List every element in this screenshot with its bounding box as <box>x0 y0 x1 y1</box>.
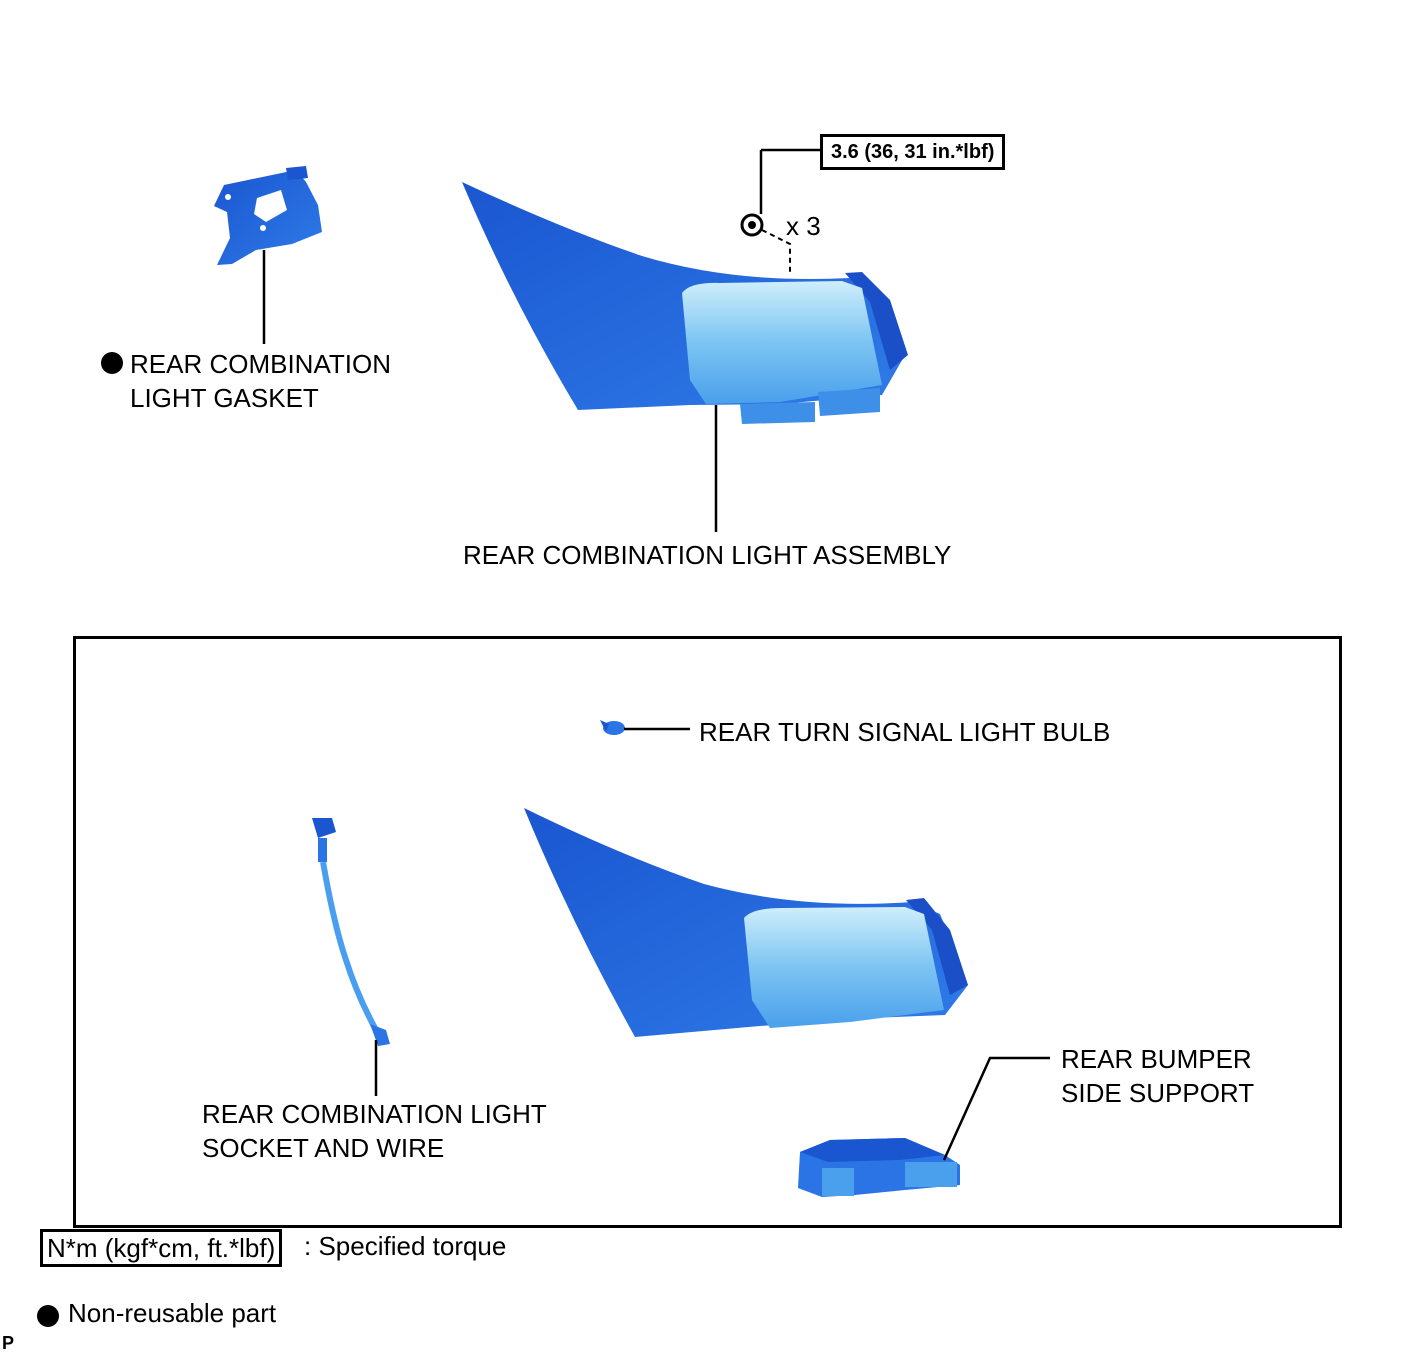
legend-torque-unit: N*m (kgf*cm, ft.*lbf) <box>47 1233 276 1263</box>
rear-combination-light-lens-part <box>524 808 968 1037</box>
legend-torque-desc: : Specified torque <box>304 1231 507 1261</box>
bumper-support-label-line2: SIDE SUPPORT <box>1061 1078 1255 1108</box>
torque-spec-text: 3.6 (36, 31 in.*lbf) <box>831 141 995 163</box>
non-reusable-marker-icon <box>101 352 123 374</box>
assembly-label: REAR COMBINATION LIGHT ASSEMBLY <box>463 540 952 570</box>
legend-non-reusable-icon <box>37 1305 59 1327</box>
rear-combination-light-gasket-part <box>214 166 322 265</box>
bumper-support-label-line1: REAR BUMPER <box>1061 1044 1252 1074</box>
torque-spec-box: 3.6 (36, 31 in.*lbf) <box>820 134 1006 170</box>
nut-icon <box>740 213 764 237</box>
bulb-label: REAR TURN SIGNAL LIGHT BULB <box>699 717 1111 747</box>
socket-wire-label-line1: REAR COMBINATION LIGHT <box>202 1099 547 1129</box>
bumper-support-label: REAR BUMPER SIDE SUPPORT <box>1061 1042 1254 1110</box>
rear-bumper-side-support-part <box>798 1138 960 1197</box>
support-leader-line <box>942 1056 1050 1161</box>
legend-non-reusable-text: Non-reusable part <box>68 1298 277 1328</box>
gasket-label-line2: LIGHT GASKET <box>130 383 319 413</box>
nut-quantity: x 3 <box>786 211 821 241</box>
corner-mark: P <box>2 1333 15 1353</box>
socket-and-wire-part <box>312 818 390 1046</box>
gasket-label: REAR COMBINATION LIGHT GASKET <box>130 347 391 415</box>
gasket-label-line1: REAR COMBINATION <box>130 349 391 379</box>
rear-combination-light-assembly-part <box>462 182 908 424</box>
disassembly-frame <box>73 636 1342 1228</box>
socket-wire-label-line2: SOCKET AND WIRE <box>202 1133 445 1163</box>
legend-torque-box: N*m (kgf*cm, ft.*lbf) <box>40 1229 283 1267</box>
nut-dashed-line <box>761 229 791 275</box>
socket-wire-label: REAR COMBINATION LIGHT SOCKET AND WIRE <box>202 1097 547 1165</box>
rear-turn-signal-light-bulb-part <box>600 720 625 735</box>
